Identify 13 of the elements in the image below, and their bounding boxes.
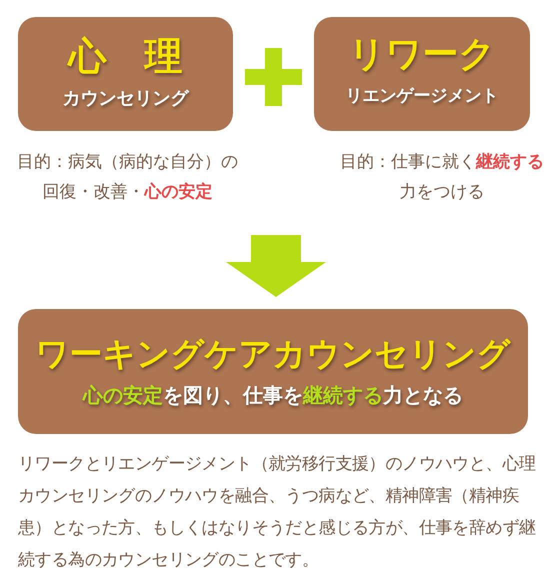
box-subtitle: リエンゲージメント	[346, 85, 498, 108]
box-heading: 心 理	[68, 33, 182, 80]
title-box	[314, 17, 530, 131]
purpose-text: 目的：仕事に就く継続する力をつける	[339, 151, 545, 204]
box-subtitle: 心の安定を図り、仕事を継続する力となる	[83, 382, 463, 409]
description-text: リワークとリエンゲージメント（就労移行支援）のノウハウと、心理カウンセリングのノウハウを融合、うつ病など、精神障害（精神疾患）となった方、もしくはなりそうだと感じる方が、仕事を辞めず継続する為のカウンセリングのことです。	[18, 453, 537, 572]
down-arrow	[226, 235, 326, 297]
purpose-text: 目的：病気（病的な自分）の回復・改善・心の安定	[16, 151, 239, 204]
title-box	[18, 17, 233, 131]
box-subtitle: カウンセリング	[62, 87, 188, 111]
box-heading: リワーク	[348, 33, 496, 77]
title-box	[18, 309, 528, 434]
box-heading: ワーキングケアカウンセリング	[36, 333, 510, 375]
